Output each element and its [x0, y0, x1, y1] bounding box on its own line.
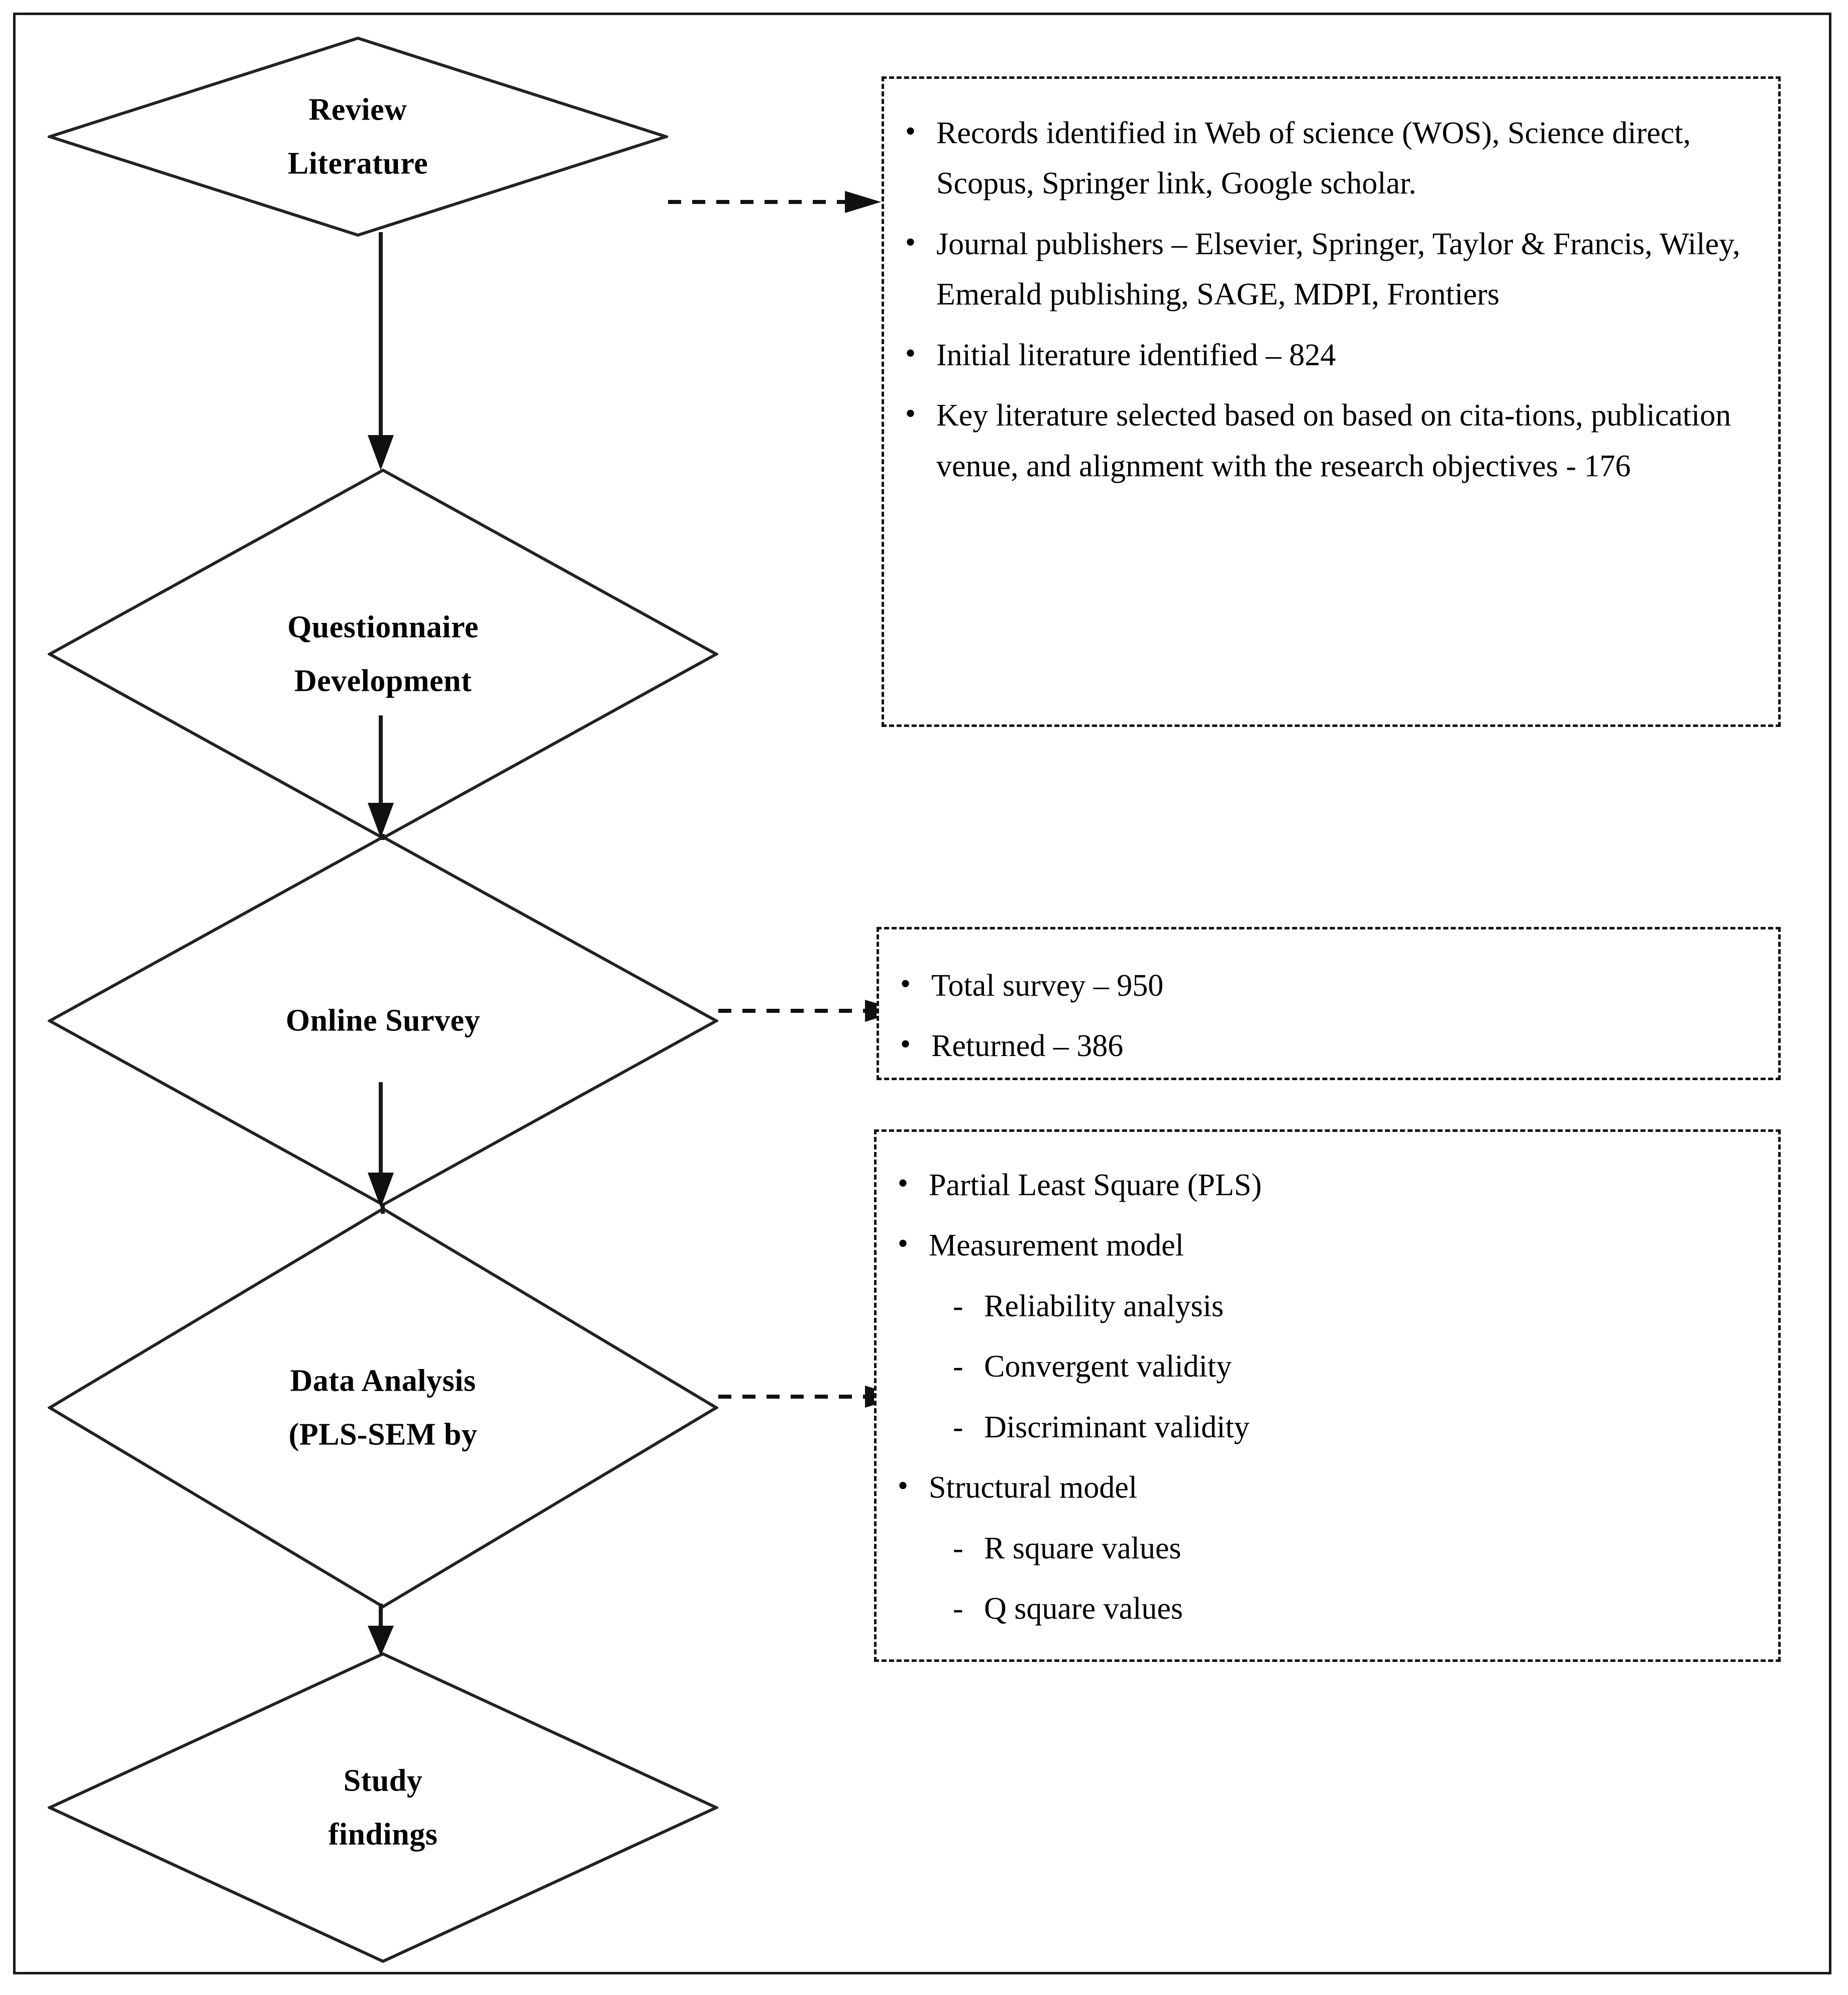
- list-item: Q square values: [890, 1584, 1752, 1634]
- list-item: Records identified in Web of science (WO…: [897, 107, 1752, 209]
- list-item: Reliability analysis: [890, 1281, 1752, 1332]
- list-item: Key literature selected based on based o…: [897, 389, 1752, 491]
- connector-survey-to-analysis-line: [366, 1082, 396, 1211]
- diamond-shape-review-literature: [48, 36, 668, 237]
- connector-analysis-to-findings: [366, 1604, 396, 1659]
- list-item: Total survey – 950: [892, 960, 1752, 1011]
- list-item: Discriminant validity: [890, 1402, 1752, 1453]
- diamond-shape-study-findings: [48, 1652, 718, 1963]
- analysis-note-box: Partial Least Square (PLS) Measurement m…: [874, 1129, 1781, 1662]
- literature-note-box: Records identified in Web of science (WO…: [882, 76, 1781, 727]
- survey-note-list: Total survey – 950 Returned – 386: [892, 960, 1752, 1072]
- node-review-literature[interactable]: Review Literature: [48, 36, 668, 237]
- list-item: Journal publishers – Elsevier, Springer,…: [897, 218, 1752, 320]
- literature-note-list: Records identified in Web of science (WO…: [897, 107, 1752, 491]
- list-item: R square values: [890, 1523, 1752, 1574]
- node-study-findings[interactable]: Study findings: [48, 1652, 718, 1963]
- connector-questionnaire-to-survey: [368, 834, 398, 840]
- list-item: Measurement model: [890, 1219, 1752, 1271]
- list-item: Partial Least Square (PLS): [890, 1159, 1752, 1210]
- figure-frame-border: [13, 13, 1831, 1974]
- list-item: Returned – 386: [892, 1020, 1752, 1071]
- connector-review-to-literature-note: [668, 191, 889, 213]
- survey-note-box: Total survey – 950 Returned – 386: [877, 927, 1781, 1080]
- list-item: Structural model: [890, 1461, 1752, 1513]
- connector-questionnaire-to-survey-line: [366, 715, 396, 841]
- analysis-note-list: Partial Least Square (PLS) Measurement m…: [890, 1159, 1752, 1634]
- diamond-shape-data-analysis: [48, 1207, 718, 1609]
- list-item: Convergent validity: [890, 1341, 1752, 1392]
- list-item: Initial literature identified – 824: [897, 329, 1752, 380]
- node-data-analysis[interactable]: Data Analysis (PLS-SEM by: [48, 1207, 718, 1609]
- connector-review-to-questionnaire: [366, 232, 396, 473]
- connector-survey-to-analysis: [368, 1204, 398, 1214]
